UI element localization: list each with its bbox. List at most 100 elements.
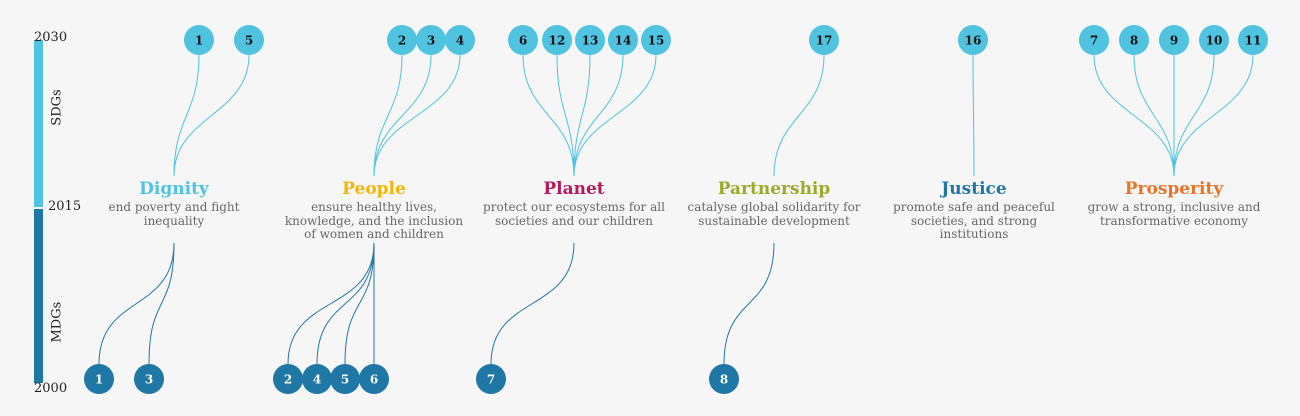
sdg-link-12 <box>556 54 575 177</box>
mdg-goal-7: 7 <box>476 364 506 394</box>
sdg-goal-6-label: 6 <box>519 34 527 48</box>
sdg-goal-13: 13 <box>575 25 605 55</box>
year-2000-label: 2000 <box>34 381 68 396</box>
theme-people-description-line: of women and children <box>304 227 444 241</box>
sdg-goal-15-circle <box>641 25 671 55</box>
mdg-goal-8: 8 <box>709 364 739 394</box>
sdg-goal-7-label: 7 <box>1090 34 1098 48</box>
sdg-link-1 <box>173 54 200 177</box>
sdg-link-4 <box>373 54 461 177</box>
mdg-period-label: MDGs <box>49 301 65 343</box>
mdg-goal-2-circle <box>273 364 303 394</box>
mdg-goal-8-label: 8 <box>720 373 728 387</box>
sdg-link-7 <box>1093 54 1175 177</box>
mdg-goal-2: 2 <box>273 364 303 394</box>
mdg-goal-1-label: 1 <box>95 373 103 387</box>
sdg-goal-15: 15 <box>641 25 671 55</box>
mdg-goal-5: 5 <box>330 364 360 394</box>
sdg-link-2 <box>373 54 403 177</box>
sdg-goal-4-circle <box>445 25 475 55</box>
year-2030-label: 2030 <box>34 30 68 45</box>
sdg-goal-16: 16 <box>958 25 988 55</box>
sdg-goal-2-label: 2 <box>398 34 406 48</box>
theme-dignity-name: Dignity <box>139 179 209 199</box>
sdg-goal-6: 6 <box>508 25 538 55</box>
theme-prosperity-name: Prosperity <box>1124 179 1224 199</box>
year-2015-label: 2015 <box>48 199 82 214</box>
sdg-link-13 <box>573 54 591 177</box>
sdg-goal-8: 8 <box>1119 25 1149 55</box>
sdg-link-14 <box>573 54 624 177</box>
sdg-goal-9: 9 <box>1159 25 1189 55</box>
sdg-link-5 <box>173 54 250 177</box>
mdg-link-1 <box>98 242 175 365</box>
sdg-goal-5-circle <box>234 25 264 55</box>
sdg-goal-7-circle <box>1079 25 1109 55</box>
mdg-goal-6-label: 6 <box>370 373 378 387</box>
mdg-goal-3-label: 3 <box>145 373 153 387</box>
sdg-goal-17: 17 <box>809 25 839 55</box>
sdg-goal-16-label: 16 <box>965 34 982 48</box>
theme-justice-description-line: promote safe and peaceful <box>893 200 1055 214</box>
mdg-goal-7-label: 7 <box>487 373 495 387</box>
sdg-goal-12-label: 12 <box>549 34 566 48</box>
theme-dignity-description-line: end poverty and fight <box>108 200 240 214</box>
sdg-goal-1-label: 1 <box>195 34 203 48</box>
mdg-period-bar <box>34 209 43 383</box>
theme-partnership-description-line: catalyse global solidarity for <box>687 200 861 214</box>
sdg-goal-10: 10 <box>1199 25 1229 55</box>
sdg-goal-4-label: 4 <box>456 34 464 48</box>
mdg-goal-2-label: 2 <box>284 373 292 387</box>
mdg-link-7 <box>490 242 575 365</box>
mdg-link-3 <box>148 242 175 365</box>
theme-people-name: People <box>342 179 406 199</box>
theme-partnership-name: Partnership <box>717 179 831 199</box>
sdg-goal-17-circle <box>809 25 839 55</box>
sdg-goal-12-circle <box>542 25 572 55</box>
mdg-goal-3: 3 <box>134 364 164 394</box>
sdg-link-8 <box>1133 54 1175 177</box>
sdg-goal-13-label: 13 <box>582 34 599 48</box>
theme-prosperity-description-line: transformative economy <box>1099 213 1249 228</box>
sdg-goal-13-circle <box>575 25 605 55</box>
theme-justice-description-line: institutions <box>939 227 1009 241</box>
sdg-goal-3-label: 3 <box>427 34 435 48</box>
sdg-goal-9-circle <box>1159 25 1189 55</box>
sdg-goal-9-label: 9 <box>1170 34 1178 48</box>
theme-people-description-line: knowledge, and the inclusion <box>284 213 464 228</box>
mdg-link-8 <box>723 242 775 365</box>
sdg-goal-12: 12 <box>542 25 572 55</box>
sdg-link-3 <box>373 54 432 177</box>
sdg-goal-1: 1 <box>184 25 214 55</box>
sdg-goal-11-circle <box>1238 25 1268 55</box>
theme-justice-name: Justice <box>941 179 1007 199</box>
sdg-link-10 <box>1173 54 1215 177</box>
sdg-goal-8-circle <box>1119 25 1149 55</box>
theme-planet-name: Planet <box>543 179 605 199</box>
mdg-goal-4-circle <box>302 364 332 394</box>
sdg-link-15 <box>573 54 657 177</box>
mdg-link-2 <box>287 242 375 365</box>
sdg-goal-8-label: 8 <box>1130 34 1138 48</box>
theme-people-description-line: ensure healthy lives, <box>311 200 437 214</box>
sdg-goal-16-circle <box>958 25 988 55</box>
sdg-goal-5: 5 <box>234 25 264 55</box>
theme-people-description: ensure healthy lives,knowledge, and the … <box>274 200 474 242</box>
theme-partnership-description-line: sustainable development <box>698 213 850 228</box>
mdg-goal-8-circle <box>709 364 739 394</box>
sdg-goal-14-circle <box>608 25 638 55</box>
sdg-link-11 <box>1173 54 1254 177</box>
theme-dignity-description-line: inequality <box>143 213 205 228</box>
sdg-goal-14: 14 <box>608 25 638 55</box>
sdg-goal-14-label: 14 <box>615 34 632 48</box>
mdg-goal-1: 1 <box>84 364 114 394</box>
mdg-link-4 <box>316 242 375 365</box>
